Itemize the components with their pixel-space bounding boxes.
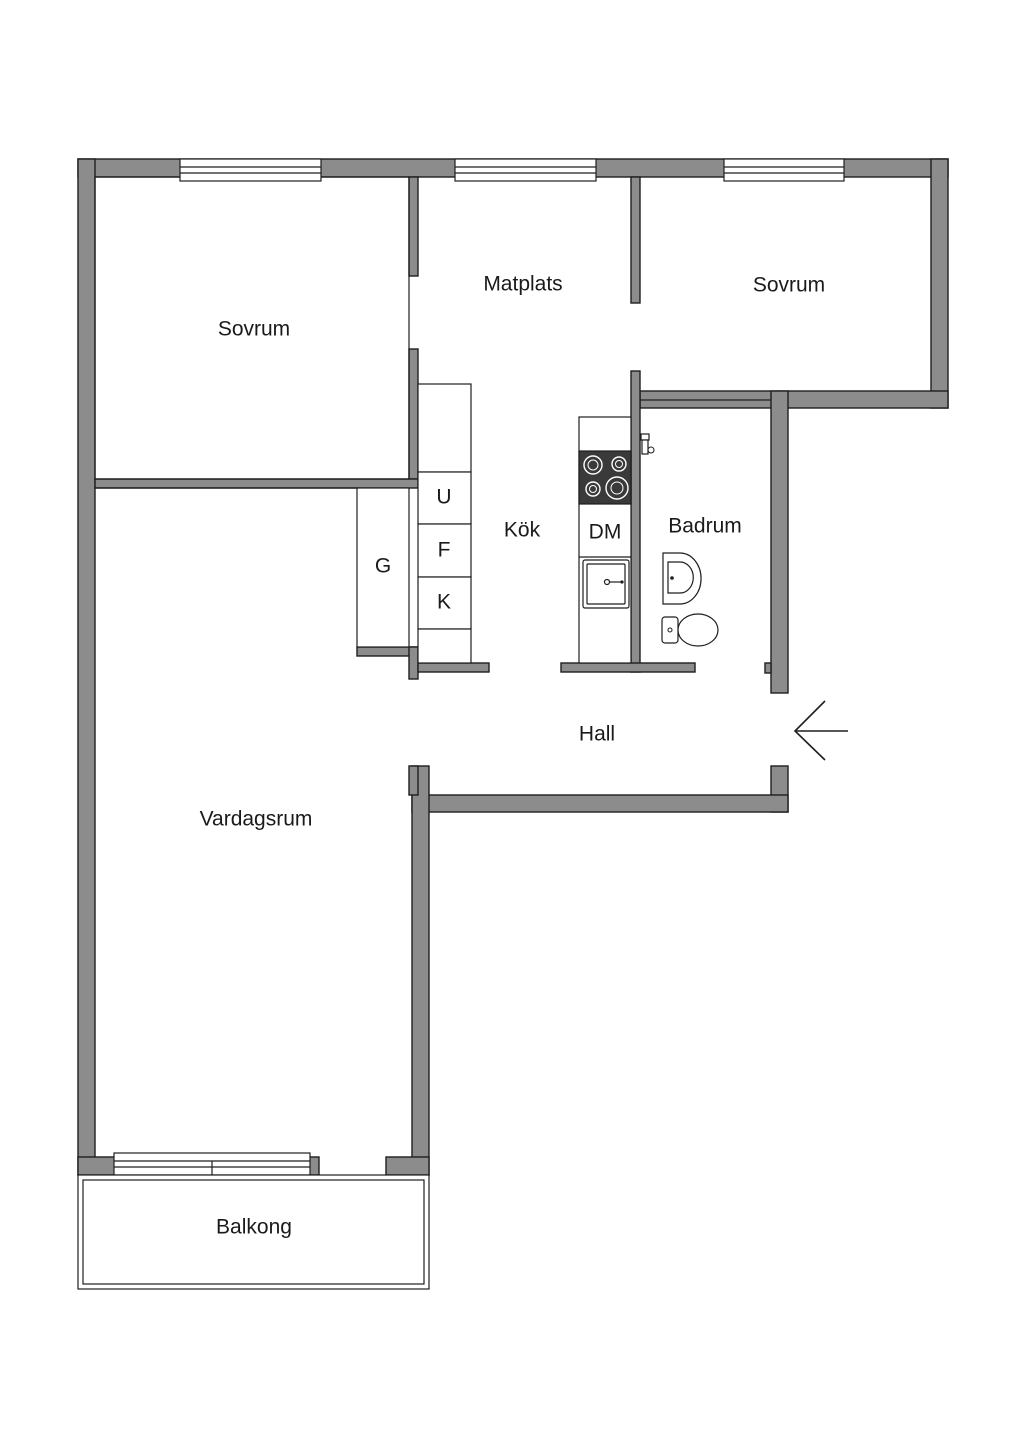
label-sovrum-right: Sovrum bbox=[753, 274, 825, 297]
balcony bbox=[77, 1174, 430, 1290]
label-cabinet-k: K bbox=[437, 591, 451, 614]
cabinet-k bbox=[417, 576, 472, 630]
toilet-icon bbox=[661, 613, 719, 647]
label-closet-g: G bbox=[375, 555, 391, 578]
wall-right-bath bbox=[770, 390, 789, 694]
wall-bath-jamb bbox=[764, 662, 772, 674]
wall-living-right bbox=[411, 765, 430, 1176]
label-kok: Kök bbox=[504, 519, 541, 542]
freezer-f bbox=[417, 523, 472, 578]
wall-left bbox=[77, 158, 96, 1176]
label-hall: Hall bbox=[579, 723, 615, 746]
bathroom-fixtures bbox=[640, 433, 719, 647]
windows bbox=[113, 158, 845, 1176]
wall-kitchen-bottom-right bbox=[560, 662, 696, 673]
closet-g bbox=[356, 487, 410, 648]
wall-kitchen-bath bbox=[630, 370, 641, 673]
wall-kitchen-left-lower bbox=[408, 646, 419, 680]
upper-cabinet bbox=[417, 383, 472, 473]
label-badrum: Badrum bbox=[668, 515, 742, 538]
window-bedroom-left bbox=[179, 158, 322, 182]
label-vardagsrum: Vardagsrum bbox=[200, 808, 313, 831]
label-balkong: Balkong bbox=[216, 1216, 292, 1239]
wall-bottom-right bbox=[385, 1156, 430, 1176]
label-freezer-f: F bbox=[438, 539, 451, 562]
walls bbox=[77, 158, 949, 1176]
label-fridge-u: U bbox=[436, 486, 451, 509]
label-sovrum-left: Sovrum bbox=[218, 318, 290, 341]
window-bedroom-right bbox=[723, 158, 845, 182]
stove-icon bbox=[578, 450, 632, 505]
washbasin-icon bbox=[662, 552, 702, 605]
label-matplats: Matplats bbox=[483, 273, 562, 296]
wall-kitchen-bottom-left bbox=[417, 662, 490, 673]
wall-hall-bottom bbox=[411, 794, 789, 813]
lower-cabinet bbox=[417, 628, 472, 664]
window-balcony-door bbox=[113, 1152, 311, 1176]
kitchen-sink-icon bbox=[582, 559, 630, 609]
room-labels: Sovrum Matplats Sovrum Kök Badrum Hall V… bbox=[200, 273, 826, 1239]
wall-living-stub bbox=[408, 765, 419, 796]
balcony-inner bbox=[82, 1179, 425, 1285]
wall-bottom-left bbox=[77, 1156, 119, 1176]
wall-matplats-right bbox=[630, 176, 641, 304]
wall-bedroom-left-top bbox=[408, 176, 419, 277]
entrance-arrow-icon bbox=[793, 700, 848, 761]
wall-bedroom-left-lower bbox=[408, 348, 419, 480]
label-dishwasher-dm: DM bbox=[589, 521, 622, 544]
wall-right-bedroom bbox=[930, 158, 949, 409]
kitchen-fixtures bbox=[356, 383, 632, 664]
fridge-u bbox=[417, 471, 472, 525]
wall-bedroom-living bbox=[94, 478, 419, 489]
fixture-labels: U F K G DM bbox=[375, 486, 622, 614]
window-matplats bbox=[454, 158, 597, 182]
shower-faucet-icon bbox=[640, 433, 655, 455]
